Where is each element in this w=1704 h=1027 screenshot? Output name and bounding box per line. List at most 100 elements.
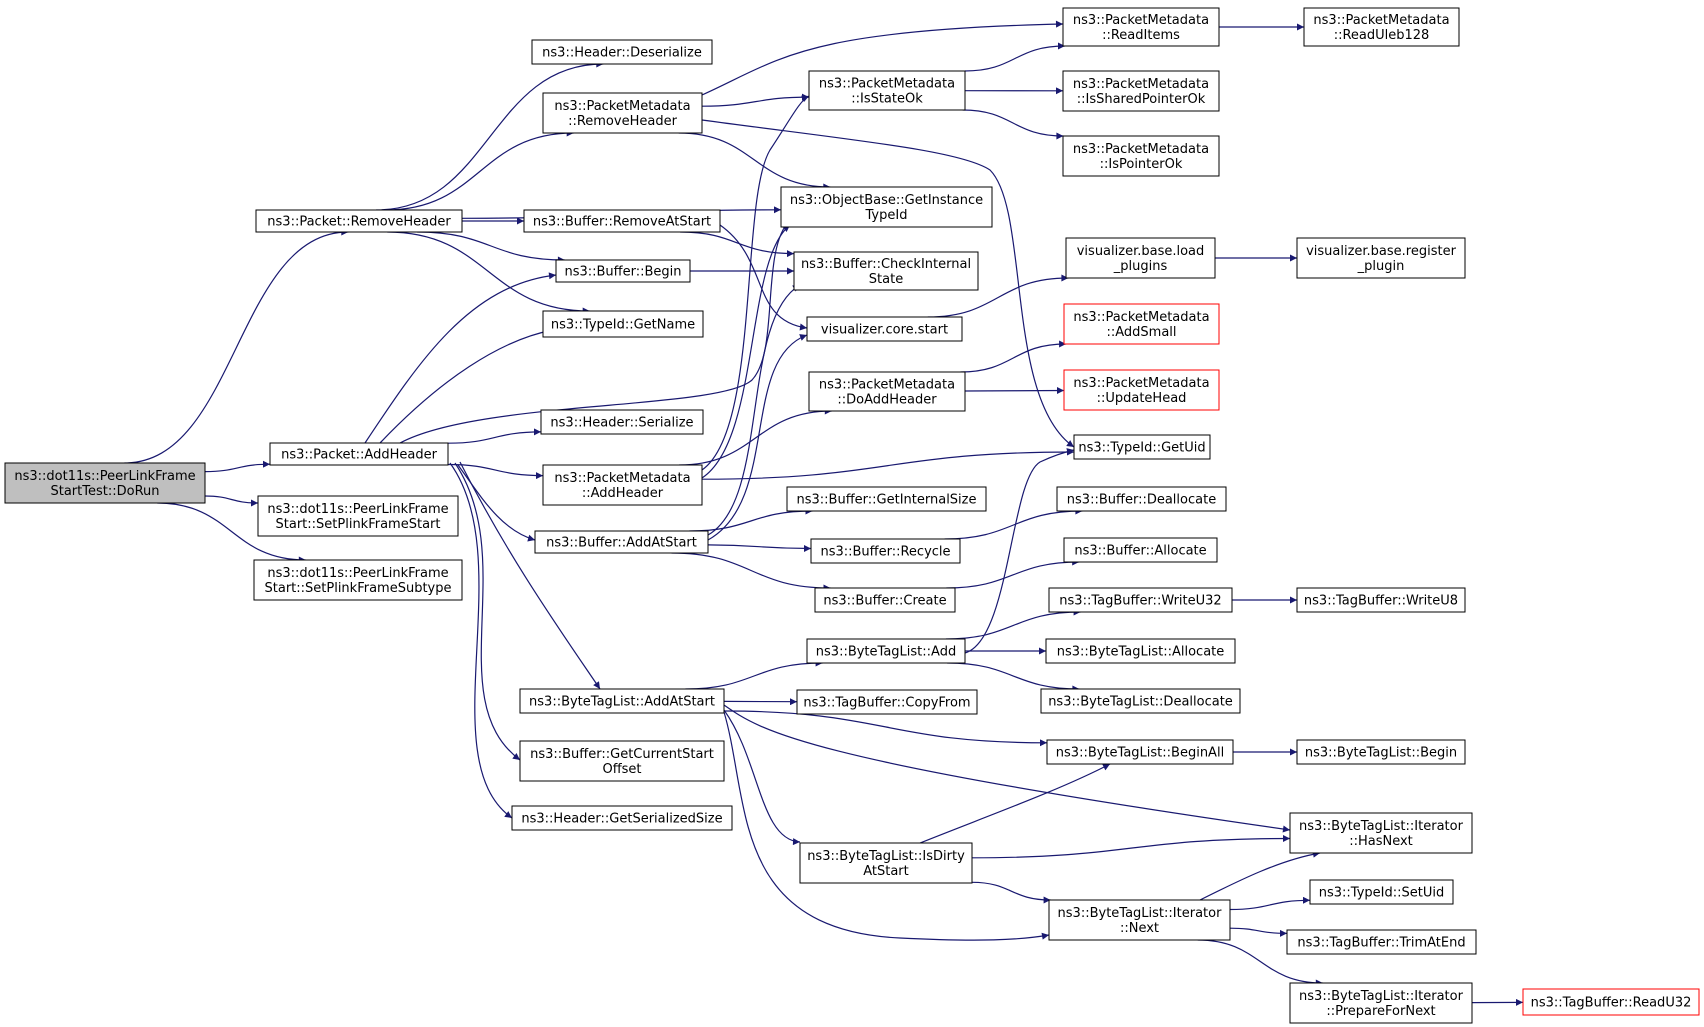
- node-btl-iter-has-next[interactable]: ns3::ByteTagList::Iterator::HasNext: [1289, 812, 1473, 854]
- node-viz-register-plugin[interactable]: visualizer.base.register_plugin: [1296, 237, 1466, 279]
- call-edge-btlAddAtStart-to-btlIterNext: [723, 711, 1050, 941]
- node-buf-begin[interactable]: ns3::Buffer::Begin: [555, 259, 691, 283]
- node-buf-get-internal-size[interactable]: ns3::Buffer::GetInternalSize: [786, 486, 987, 512]
- call-edge-btlIterNext-to-tbTrimAtEnd: [1229, 927, 1288, 937]
- node-pm-read-items[interactable]: ns3::PacketMetadata::ReadItems: [1062, 7, 1220, 47]
- node-label: visualizer.core.start: [821, 323, 948, 338]
- node-label: ns3::PacketMetadata: [1073, 142, 1209, 157]
- node-pm-update-head[interactable]: ns3::PacketMetadata::UpdateHead: [1063, 369, 1220, 411]
- node-label: ns3::dot11s::PeerLinkFrame: [267, 502, 448, 517]
- call-edge-root-to-removeHeader: [124, 228, 349, 464]
- call-edge-btlAdd-to-btlDeallocate: [947, 662, 1080, 693]
- node-btl-add[interactable]: ns3::ByteTagList::Add: [806, 638, 966, 664]
- call-edge-pmRemoveHeader-to-pmIsStateOk: [701, 93, 810, 107]
- call-edge-pmDoAddHeader-to-pmAddSmall: [960, 340, 1067, 373]
- node-label: ns3::ByteTagList::IsDirty: [807, 849, 965, 864]
- call-edge-btlAddAtStart-to-btlBeginAll: [723, 710, 1048, 747]
- node-type-id-set-uid[interactable]: ns3::TypeId::SetUid: [1309, 879, 1454, 905]
- node-pm-do-add-header[interactable]: ns3::PacketMetadata::DoAddHeader: [808, 371, 966, 412]
- node-type-id-get-uid[interactable]: ns3::TypeId::GetUid: [1073, 434, 1211, 460]
- node-label: ns3::Header::Serialize: [550, 416, 693, 431]
- call-edge-removeHeader-to-headerDeserialize: [376, 60, 604, 211]
- node-buf-allocate[interactable]: ns3::Buffer::Allocate: [1063, 537, 1218, 563]
- node-tb-read-u32[interactable]: ns3::TagBuffer::ReadU32: [1522, 988, 1700, 1016]
- node-label: ns3::Buffer::CheckInternal: [801, 257, 971, 272]
- node-pm-add-small[interactable]: ns3::PacketMetadata::AddSmall: [1063, 303, 1220, 345]
- node-label: ns3::TagBuffer::TrimAtEnd: [1297, 936, 1465, 951]
- node-buf-remove-at-start[interactable]: ns3::Buffer::RemoveAtStart: [523, 209, 721, 233]
- node-label: ns3::ByteTagList::Begin: [1305, 746, 1457, 761]
- node-label: ns3::ByteTagList::Add: [816, 645, 956, 660]
- node-label: ::IsSharedPointerOk: [1077, 92, 1206, 107]
- node-label: ns3::TypeId::GetUid: [1078, 441, 1205, 456]
- node-label: State: [869, 272, 903, 287]
- node-label: ns3::PacketMetadata: [1073, 376, 1209, 391]
- node-label: ns3::PacketMetadata: [554, 99, 690, 114]
- node-btl-deallocate[interactable]: ns3::ByteTagList::Deallocate: [1040, 688, 1241, 714]
- node-buf-create[interactable]: ns3::Buffer::Create: [814, 587, 956, 613]
- node-label: ns3::ByteTagList::Iterator: [1299, 989, 1464, 1004]
- node-tb-write-u32[interactable]: ns3::TagBuffer::WriteU32: [1048, 587, 1233, 613]
- node-remove-header[interactable]: ns3::Packet::RemoveHeader: [255, 209, 463, 233]
- node-set-plink-frame-start[interactable]: ns3::dot11s::PeerLinkFrameStart::SetPlin…: [257, 495, 459, 537]
- node-label: ns3::dot11s::PeerLinkFrame: [14, 469, 195, 484]
- node-label: ::ReadItems: [1102, 28, 1180, 43]
- node-label: ns3::ByteTagList::BeginAll: [1056, 746, 1224, 761]
- node-header-deserialize[interactable]: ns3::Header::Deserialize: [531, 39, 713, 65]
- node-viz-load-plugins[interactable]: visualizer.base.load_plugins: [1065, 237, 1216, 279]
- call-edge-btlAdd-to-typeIdGetUid: [964, 448, 1075, 654]
- node-header-serialize[interactable]: ns3::Header::Serialize: [540, 409, 704, 435]
- node-pm-is-shared-pointer-ok[interactable]: ns3::PacketMetadata::IsSharedPointerOk: [1062, 70, 1220, 112]
- node-label: ns3::Packet::RemoveHeader: [267, 215, 451, 230]
- node-tb-copy-from[interactable]: ns3::TagBuffer::CopyFrom: [796, 689, 978, 715]
- call-edge-bufRemoveAtStart-to-vizCoreStart: [719, 224, 808, 331]
- node-btl-allocate[interactable]: ns3::ByteTagList::Allocate: [1045, 638, 1236, 664]
- node-label: ns3::ByteTagList::Deallocate: [1048, 695, 1233, 710]
- node-header-get-serialized-size[interactable]: ns3::Header::GetSerializedSize: [511, 805, 733, 831]
- node-label: ns3::TagBuffer::CopyFrom: [803, 696, 970, 711]
- node-buf-deallocate[interactable]: ns3::Buffer::Deallocate: [1056, 486, 1227, 512]
- call-edge-bufAddAtStart-to-bufCreate: [671, 552, 831, 592]
- node-buf-add-at-start[interactable]: ns3::Buffer::AddAtStart: [534, 530, 709, 554]
- node-btl-iter-prepare-for-next[interactable]: ns3::ByteTagList::Iterator::PrepareForNe…: [1289, 982, 1473, 1024]
- call-edge-pmIsStateOk-to-pmReadItems: [964, 42, 1066, 72]
- node-label: ns3::Buffer::GetCurrentStart: [530, 747, 714, 762]
- node-label: ns3::Buffer::Begin: [564, 265, 681, 280]
- node-pm-is-state-ok[interactable]: ns3::PacketMetadata::IsStateOk: [808, 70, 966, 111]
- node-pm-is-pointer-ok[interactable]: ns3::PacketMetadata::IsPointerOk: [1062, 135, 1220, 177]
- call-edge-btlAddAtStart-to-btlAdd: [685, 659, 823, 690]
- call-edge-bufAddAtStart-to-bufCheckInternalState: [707, 284, 801, 536]
- node-label: visualizer.base.load: [1077, 244, 1205, 259]
- node-viz-core-start[interactable]: visualizer.core.start: [806, 316, 963, 342]
- node-tb-trim-at-end[interactable]: ns3::TagBuffer::TrimAtEnd: [1286, 929, 1477, 955]
- node-label: ns3::ByteTagList::Allocate: [1057, 645, 1225, 660]
- node-btl-iter-next[interactable]: ns3::ByteTagList::Iterator::Next: [1048, 899, 1231, 941]
- node-btl-add-at-start[interactable]: ns3::ByteTagList::AddAtStart: [519, 688, 725, 714]
- node-label: ns3::Buffer::RemoveAtStart: [533, 215, 711, 230]
- call-edge-btlIsDirtyAtStart-to-btlIterNext: [971, 881, 1051, 904]
- node-btl-begin-all[interactable]: ns3::ByteTagList::BeginAll: [1046, 739, 1234, 765]
- call-edge-addHeader-to-bufBegin: [364, 272, 557, 444]
- node-pm-read-uleb128[interactable]: ns3::PacketMetadata::ReadUleb128: [1303, 7, 1460, 47]
- call-edge-addHeader-to-obGetInstanceTypeId: [399, 219, 791, 444]
- node-btl-begin[interactable]: ns3::ByteTagList::Begin: [1296, 739, 1466, 765]
- call-edge-btlIterNext-to-typeIdSetUid: [1229, 896, 1311, 911]
- node-buf-recycle[interactable]: ns3::Buffer::Recycle: [810, 538, 961, 564]
- node-tb-write-u8[interactable]: ns3::TagBuffer::WriteU8: [1296, 587, 1466, 613]
- node-label: ns3::dot11s::PeerLinkFrame: [267, 566, 448, 581]
- node-label: ::IsPointerOk: [1100, 157, 1183, 172]
- node-pm-remove-header[interactable]: ns3::PacketMetadata::RemoveHeader: [542, 92, 703, 134]
- call-edge-pmRemoveHeader-to-obGetInstanceTypeId: [678, 132, 831, 191]
- node-set-plink-frame-subtype[interactable]: ns3::dot11s::PeerLinkFrameStart::SetPlin…: [253, 559, 463, 601]
- node-add-header[interactable]: ns3::Packet::AddHeader: [269, 442, 449, 466]
- node-type-id-get-name[interactable]: ns3::TypeId::GetName: [542, 310, 704, 338]
- node-pm-add-header[interactable]: ns3::PacketMetadata::AddHeader: [542, 464, 703, 506]
- node-label: _plugin: [1357, 259, 1405, 274]
- call-edges: [124, 20, 1524, 1006]
- node-label: ns3::Buffer::Allocate: [1074, 544, 1206, 559]
